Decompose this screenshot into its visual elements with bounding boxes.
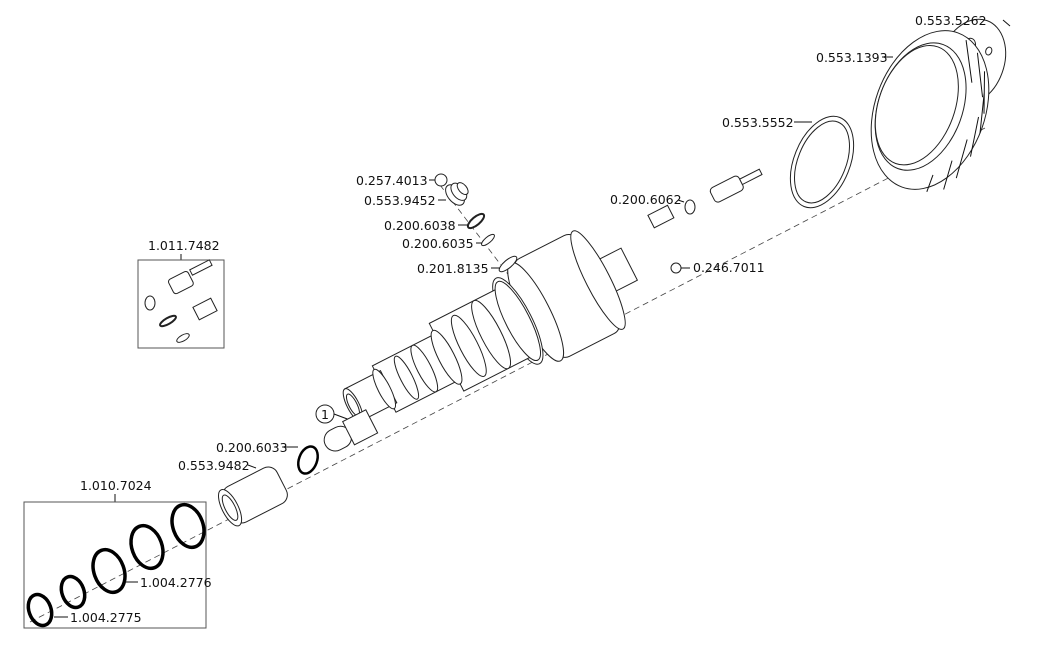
part-split-ring-5552[interactable] <box>778 107 866 217</box>
main-axis-line <box>29 127 986 623</box>
part-main-body[interactable] <box>323 215 654 456</box>
part-washer-6035[interactable] <box>480 233 496 248</box>
label-0-201-8135: 0.201.8135 <box>417 261 489 276</box>
part-valve-9452[interactable] <box>442 177 474 209</box>
label-1-010-7024: 1.010.7024 <box>80 478 152 493</box>
part-sleeve-9482[interactable] <box>214 464 291 530</box>
part-oring-6033[interactable] <box>295 444 321 476</box>
kit-box-7482[interactable] <box>137 259 225 349</box>
label-0-257-4013: 0.257.4013 <box>356 173 428 188</box>
part-ball-4013[interactable] <box>434 173 448 187</box>
part-oring-2775[interactable] <box>24 591 56 629</box>
part-oring-large[interactable] <box>125 521 168 573</box>
kit-7482-parts <box>144 259 218 343</box>
label-0-553-9452: 0.553.9452 <box>364 193 436 208</box>
part-oring-6062[interactable] <box>684 199 696 215</box>
label-0-553-1393: 0.553.1393 <box>816 50 888 65</box>
part-oring-6038[interactable] <box>466 212 486 231</box>
part-nut-7011[interactable] <box>670 262 682 274</box>
label-0-200-6033: 0.200.6033 <box>216 440 288 455</box>
part-oring-small[interactable] <box>57 573 89 611</box>
part-oring-2776[interactable] <box>87 545 130 597</box>
part-insert <box>647 204 675 229</box>
label-1-011-7482: 1.011.7482 <box>148 238 220 253</box>
label-0-553-9482: 0.553.9482 <box>178 458 250 473</box>
label-0-246-7011: 0.246.7011 <box>693 260 765 275</box>
label-0-200-6062: 0.200.6062 <box>610 192 682 207</box>
kit-box-7024[interactable] <box>23 501 207 629</box>
part-spring-8135[interactable] <box>497 254 519 274</box>
part-oring-largest[interactable] <box>166 500 209 552</box>
label-0-200-6038: 0.200.6038 <box>384 218 456 233</box>
part-lamp[interactable] <box>319 409 379 457</box>
callout-1-label: 1 <box>321 407 329 422</box>
label-0-553-5262: 0.553.5262 <box>915 13 987 28</box>
label-1-004-2775: 1.004.2775 <box>70 610 142 625</box>
part-pin-assembly <box>709 168 763 203</box>
label-0-553-5552: 0.553.5552 <box>722 115 794 130</box>
label-0-200-6035: 0.200.6035 <box>402 236 474 251</box>
part-nut-1393[interactable] <box>850 14 1009 206</box>
label-1-004-2776: 1.004.2776 <box>140 575 212 590</box>
